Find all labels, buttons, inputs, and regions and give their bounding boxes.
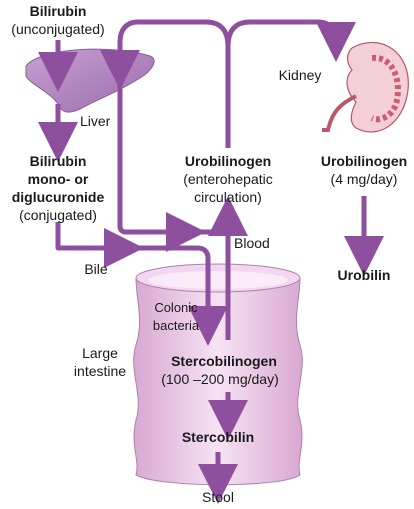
arrow-blood-join — [200, 229, 231, 239]
label-urobilinogen-center: Urobilinogen — [185, 153, 271, 169]
arrow-to-kidney — [225, 19, 356, 62]
label-conj-3: diglucuronide — [12, 189, 105, 205]
label-conj-4: (conjugated) — [19, 207, 97, 223]
label-colonic-1: Colonic — [154, 300, 198, 315]
label-stercobilin: Stercobilin — [182, 429, 254, 445]
label-stercobilinogen: Stercobilinogen — [171, 353, 277, 369]
label-kidney: Kidney — [279, 67, 322, 83]
label-colonic-2: bacteria — [153, 318, 200, 333]
arrow-blood-branch — [117, 70, 206, 252]
label-urobilin: Urobilin — [338, 267, 391, 283]
label-large-1: Large — [82, 345, 118, 361]
label-conj-2: mono- or — [28, 171, 89, 187]
liver-illustration — [25, 48, 155, 113]
label-blood: Blood — [234, 235, 270, 251]
arrow-enterohepatic-loop — [100, 19, 231, 148]
label-stool: Stool — [202, 489, 234, 505]
label-liver: Liver — [80, 113, 111, 129]
label-bilirubin: Bilirubin — [30, 3, 87, 19]
label-enterohepatic-2: circulation) — [194, 189, 262, 205]
label-unconjugated: (unconjugated) — [11, 21, 104, 37]
large-intestine-illustration — [133, 263, 303, 486]
label-urobilinogen-right: Urobilinogen — [321, 153, 407, 169]
label-bile: Bile — [84, 261, 108, 277]
label-enterohepatic-1: (enterohepatic — [183, 171, 273, 187]
label-large-2: intestine — [74, 363, 126, 379]
label-stercobilinogen-amount: (100 –200 mg/day) — [161, 371, 279, 387]
kidney-illustration — [322, 41, 409, 133]
label-conj-1: Bilirubin — [30, 153, 87, 169]
label-urobilinogen-amount: (4 mg/day) — [331, 171, 398, 187]
